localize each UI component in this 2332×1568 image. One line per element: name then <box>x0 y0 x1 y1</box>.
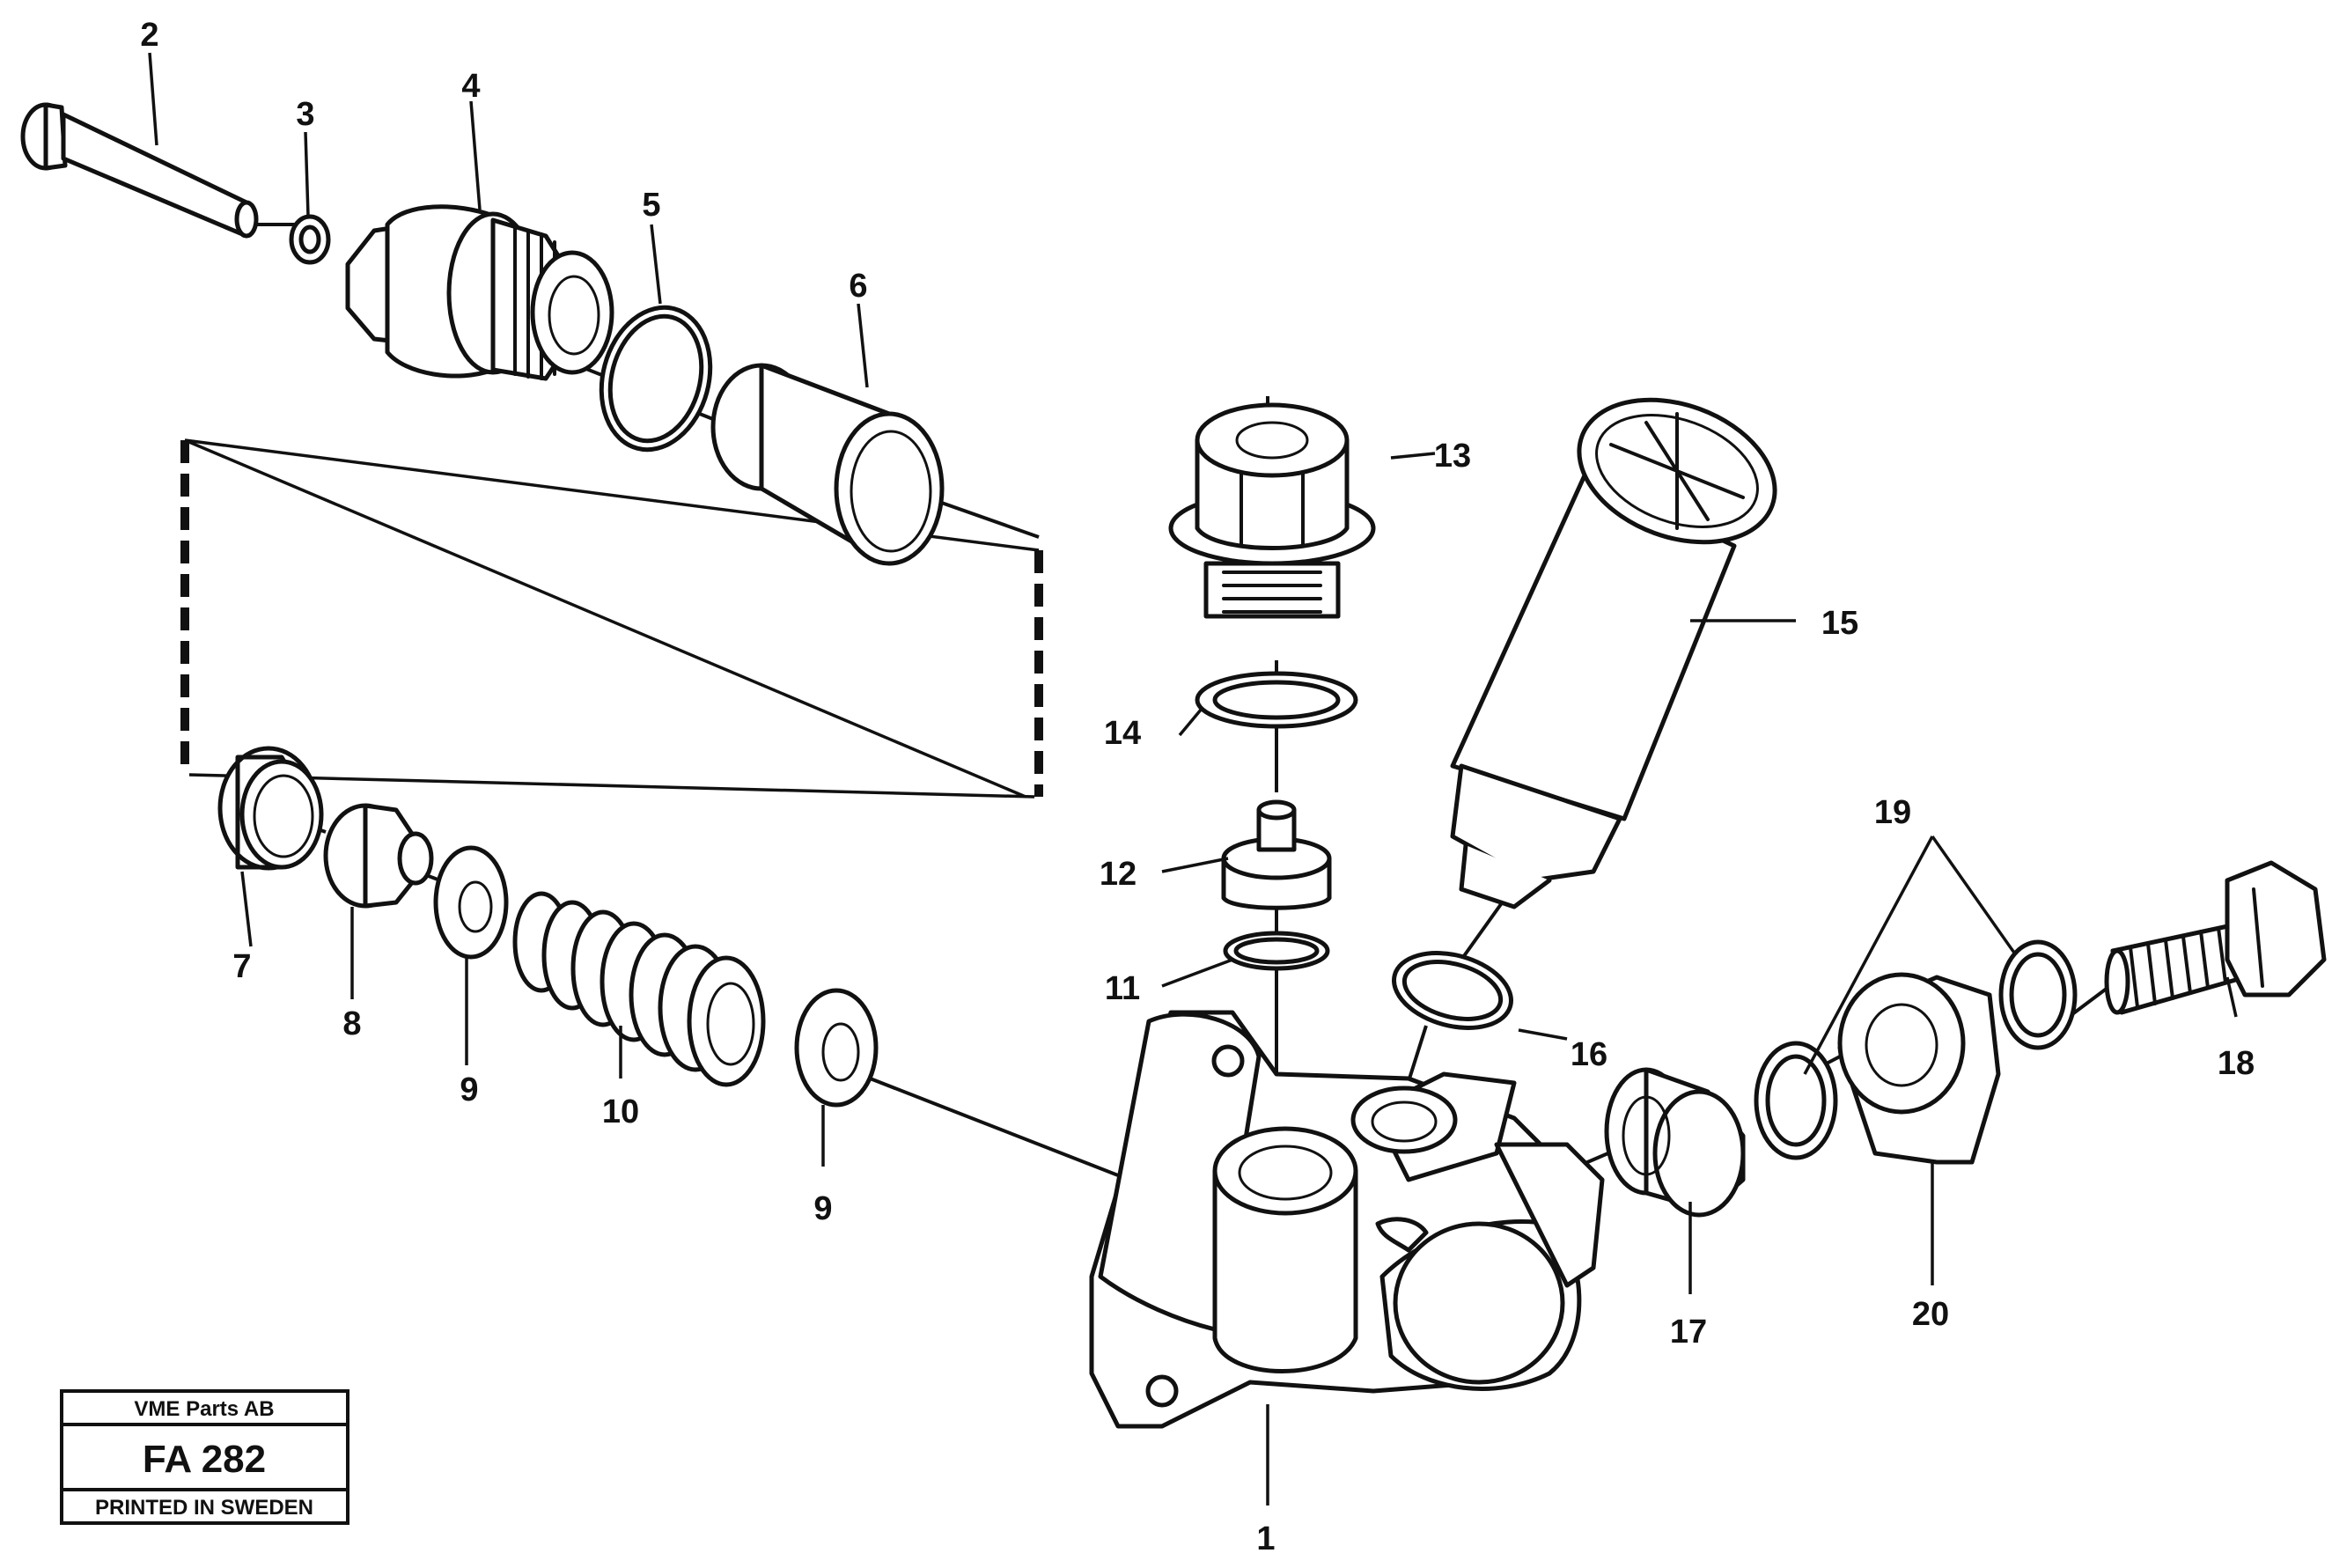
callout-20: 20 <box>1912 1296 1949 1333</box>
part-19-washer-right <box>1998 939 2078 1050</box>
part-12-valve-insert <box>1221 799 1332 910</box>
part-3-washer <box>289 214 331 265</box>
part-6-sleeve <box>710 363 945 566</box>
callout-17: 17 <box>1670 1314 1707 1351</box>
callout-13: 13 <box>1434 438 1471 475</box>
part-2-pin <box>20 102 259 239</box>
part-4-threaded-plug <box>345 204 614 381</box>
part-7-cup <box>217 746 324 871</box>
title-block-printed: PRINTED IN SWEDEN <box>95 1496 313 1520</box>
callout-9-upper: 9 <box>460 1071 478 1108</box>
part-17-adapter <box>1604 1067 1746 1218</box>
title-block-drawing-number: FA 282 <box>143 1438 266 1481</box>
part-16-o-ring <box>1392 951 1513 1030</box>
part-9-washer-lower <box>794 988 879 1108</box>
callout-1: 1 <box>1256 1520 1275 1557</box>
callout-5: 5 <box>642 187 660 224</box>
part-14-washer <box>1195 671 1358 729</box>
part-18-hollow-bolt <box>2104 860 2327 1015</box>
callout-11: 11 <box>1105 970 1140 1007</box>
title-block-company: VME Parts AB <box>134 1397 274 1421</box>
callout-6: 6 <box>849 268 867 305</box>
callout-9-lower: 9 <box>813 1190 832 1227</box>
callout-10: 10 <box>602 1093 639 1130</box>
callout-16: 16 <box>1571 1036 1607 1073</box>
callout-7: 7 <box>232 948 251 985</box>
callout-3: 3 <box>296 96 314 133</box>
callout-labels: 2 3 4 5 6 13 15 14 12 11 16 7 8 9 10 9 1… <box>140 17 2255 1557</box>
part-13-nut <box>1168 402 1376 619</box>
title-block: VME Parts AB FA 282 PRINTED IN SWEDEN <box>60 1389 349 1525</box>
callout-15: 15 <box>1821 605 1858 642</box>
part-15-hand-primer <box>1450 397 1777 909</box>
callout-12: 12 <box>1100 856 1137 893</box>
callout-4: 4 <box>461 68 480 105</box>
part-8-valve <box>323 803 434 909</box>
callout-18: 18 <box>2218 1045 2255 1082</box>
leader-lines <box>148 52 2238 1505</box>
part-9-washer-upper <box>433 845 509 960</box>
part-5-o-ring <box>599 305 713 453</box>
part-10-spring <box>512 891 766 1087</box>
part-20-banjo-fitting <box>1837 972 2001 1165</box>
callout-14: 14 <box>1104 715 1141 752</box>
part-11-seal <box>1223 931 1330 971</box>
part-1-pump-housing <box>1089 1010 1605 1429</box>
part-19-washer-left <box>1754 1041 1838 1160</box>
callout-8: 8 <box>342 1005 361 1042</box>
callout-19: 19 <box>1874 794 1911 831</box>
callout-2: 2 <box>140 17 158 54</box>
